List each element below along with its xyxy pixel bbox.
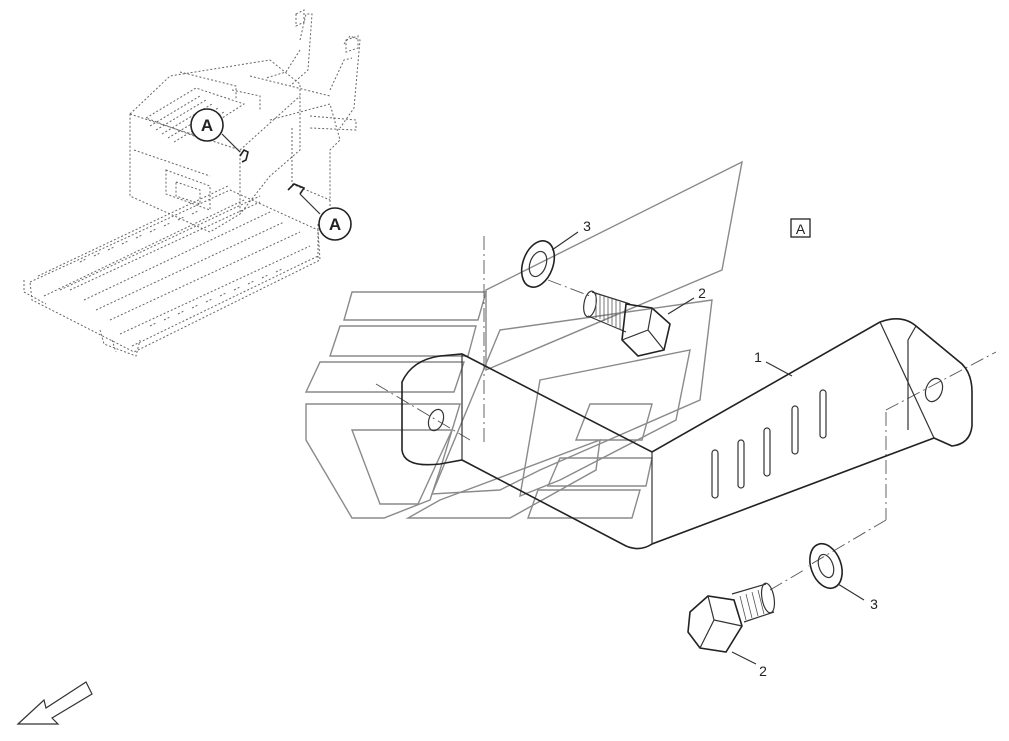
callout-letter: A xyxy=(201,116,213,135)
view-label-text: A xyxy=(796,221,806,237)
machine-overview xyxy=(23,9,361,357)
washer-top xyxy=(520,240,556,288)
callout-bolt-top: 2 xyxy=(667,285,706,315)
callout-number: 3 xyxy=(870,596,878,612)
washer-bottom xyxy=(809,542,843,590)
view-label-box: A xyxy=(790,218,811,238)
callout-bolt-bottom: 2 xyxy=(731,651,767,679)
callout-letter: A xyxy=(329,215,341,234)
center-lines xyxy=(375,236,997,591)
bracket-part xyxy=(401,318,973,550)
callout-washer-bottom: 3 xyxy=(837,583,878,612)
callout-bracket: 1 xyxy=(754,349,793,377)
callout-number: 1 xyxy=(754,349,762,365)
bolt-top xyxy=(583,290,671,357)
callout-number: 3 xyxy=(583,218,591,234)
watermark-logo xyxy=(304,160,743,519)
direction-arrow-icon xyxy=(16,681,93,725)
overview-callout-bottom: A xyxy=(299,193,352,241)
overview-callout-top: A xyxy=(190,108,241,153)
callout-washer-top: 3 xyxy=(551,218,591,251)
callout-number: 2 xyxy=(698,285,706,301)
callout-number: 2 xyxy=(759,663,767,679)
bolt-bottom xyxy=(687,582,776,653)
